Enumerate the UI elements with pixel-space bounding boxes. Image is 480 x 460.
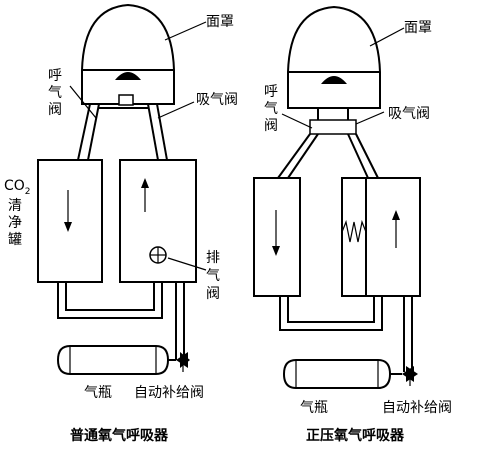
left-auto-valve-label: 自动补给阀 (134, 385, 204, 401)
positive-pressure-oxygen-breathing-apparatus: 面罩 呼 气 阀 吸气阀 (253, 5, 452, 444)
right-exhale-valve-label-2: 气 (264, 101, 278, 117)
left-face-mask (81, 3, 175, 106)
up-arrow-icon (141, 178, 149, 212)
left-mask-label: 面罩 (206, 14, 234, 30)
left-co2-canister (37, 159, 103, 283)
right-caption: 正压氧气呼吸器 (306, 427, 405, 444)
exhaust-valve-label-2: 气 (206, 268, 220, 284)
up-arrow-icon (392, 210, 400, 248)
right-inhale-valve-label: 吸气阀 (388, 106, 430, 122)
spring-icon (341, 219, 367, 243)
left-connecting-tubes (57, 282, 185, 360)
canister-label-3: 罐 (8, 232, 22, 248)
left-oxygen-cylinder (56, 345, 176, 375)
right-breathing-hoses (277, 108, 379, 179)
right-cylinder-label: 气瓶 (300, 400, 328, 416)
right-mask-label: 面罩 (404, 20, 432, 36)
right-connecting-tubes (279, 296, 413, 372)
left-caption: 普通氧气呼吸器 (70, 427, 169, 444)
left-exhale-valve-label-2: 气 (48, 85, 62, 101)
exhaust-valve-label-3: 阀 (206, 286, 220, 302)
down-arrow-icon (64, 190, 72, 232)
left-inhale-valve-label: 吸气阀 (196, 92, 238, 108)
canister-label-2: 净 (8, 215, 22, 231)
right-exhale-valve-label-3: 阀 (264, 118, 278, 134)
left-exhale-valve-label-1: 呼 (48, 68, 62, 84)
right-auto-valve-label: 自动补给阀 (382, 400, 452, 416)
right-face-mask (287, 5, 381, 135)
left-auto-supply-valve-icon (176, 352, 190, 372)
exhaust-valve-icon (149, 246, 167, 264)
right-auto-supply-valve-icon (402, 366, 418, 386)
right-oxygen-cylinder (282, 359, 402, 389)
right-co2-canister (253, 177, 301, 297)
right-exhale-valve-label-1: 呼 (264, 84, 278, 100)
down-arrow-icon (272, 210, 280, 256)
exhaust-valve-label-1: 排 (206, 250, 220, 266)
left-cylinder-label: 气瓶 (84, 385, 112, 401)
standard-oxygen-breathing-apparatus: 面罩 呼 气 阀 吸气阀 CO2 清 净 罐 (4, 3, 238, 444)
left-breathing-hoses (77, 103, 168, 161)
canister-label-1: 清 (8, 198, 22, 214)
left-exhale-valve-label-3: 阀 (48, 102, 62, 118)
right-breathing-bag (341, 177, 421, 297)
co2-label: CO2 (4, 178, 31, 197)
